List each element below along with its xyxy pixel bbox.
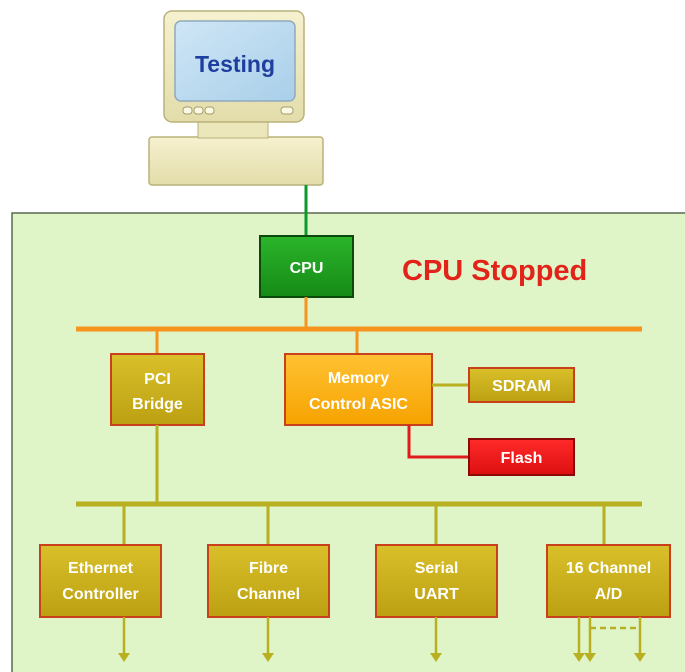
sdram-block: SDRAM (468, 367, 575, 403)
monitor-screen (174, 20, 296, 102)
serial-label-line2: UART (414, 586, 459, 603)
cpu-label: CPU (290, 260, 324, 277)
pci-bridge-label-line2: Bridge (132, 396, 183, 413)
fibre-label-line2: Channel (237, 586, 300, 603)
memory-controller-block: Memory Control ASIC (284, 353, 433, 426)
adc-block: 16 Channel A/D (546, 544, 671, 618)
cpu-block: CPU (259, 235, 354, 298)
fibre-channel-block: Fibre Channel (207, 544, 330, 618)
ethernet-output-arrow-icon (118, 617, 130, 662)
output-arrows (118, 617, 646, 662)
serial-label-line1: Serial (415, 560, 459, 577)
monitor-stand (197, 121, 269, 139)
fibre-label-line1: Fibre (249, 560, 288, 577)
monitor-label: Testing (195, 51, 275, 77)
adc-label-line1: 16 Channel (566, 560, 651, 577)
fibre-output-arrow-icon (262, 617, 274, 662)
ethernet-label-line1: Ethernet (68, 560, 134, 577)
flash-block: Flash (468, 438, 575, 476)
pci-bridge-label-line1: PCI (144, 371, 171, 388)
pci-bridge-block: PCI Bridge (110, 353, 205, 426)
cpu-status-label: CPU Stopped (402, 255, 587, 287)
flash-link (407, 425, 469, 459)
adc-output-arrows-icon (573, 617, 646, 662)
memory-controller-label-line2: Control ASIC (309, 396, 408, 413)
adc-label-line2: A/D (595, 586, 623, 603)
memory-controller-label-line1: Memory (328, 370, 389, 387)
sdram-label: SDRAM (492, 378, 551, 395)
serial-output-arrow-icon (430, 617, 442, 662)
computer-base (148, 136, 324, 186)
host-computer: Testing (148, 10, 324, 186)
serial-uart-block: Serial UART (375, 544, 498, 618)
monitor-buttons-icon (182, 106, 294, 115)
ethernet-controller-block: Ethernet Controller (39, 544, 162, 618)
ethernet-label-line2: Controller (62, 586, 138, 603)
flash-label: Flash (501, 450, 543, 467)
